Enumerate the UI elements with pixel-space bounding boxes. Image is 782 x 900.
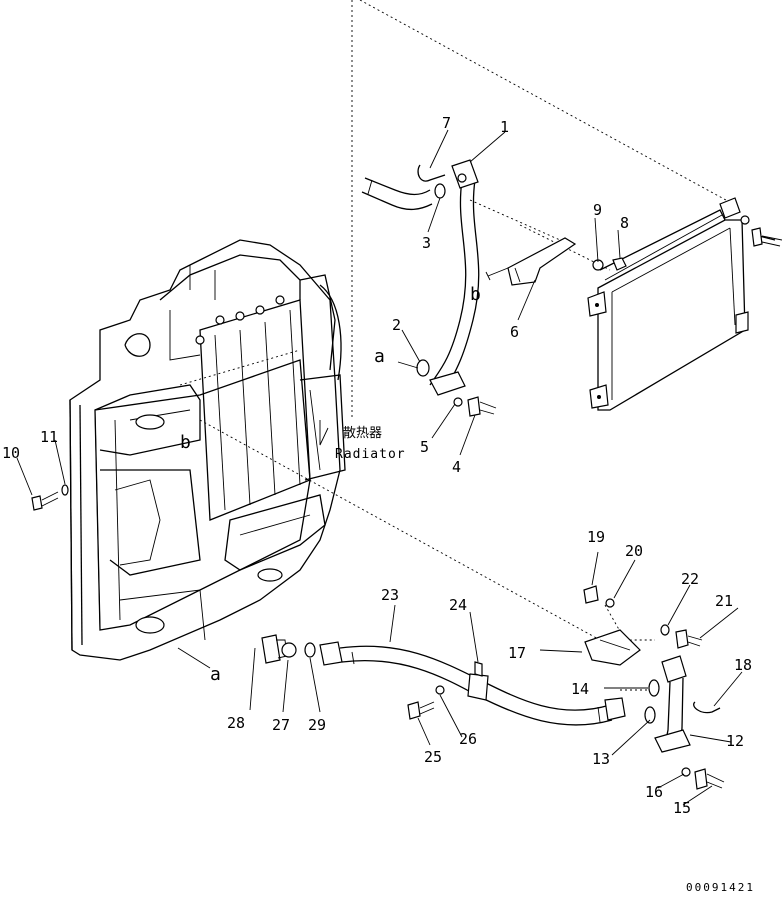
radiator-label-english: Radiator — [335, 447, 406, 462]
letter-b-upper: b — [470, 284, 481, 305]
radiator-assembly — [69, 239, 346, 661]
callout-11: 11 — [40, 428, 58, 446]
fasteners-lower — [407, 685, 445, 720]
callout-29: 29 — [308, 716, 326, 734]
fasteners-left — [31, 484, 69, 511]
callout-9: 9 — [593, 201, 602, 219]
callout-26: 26 — [459, 730, 477, 748]
callout-17: 17 — [508, 644, 526, 662]
callout-7: 7 — [442, 114, 451, 132]
adapter-fittings — [261, 634, 316, 664]
leader-lines — [16, 129, 743, 806]
radiator-label: 散热器 Radiator — [335, 426, 406, 462]
callout-20: 20 — [625, 542, 643, 560]
callout-15: 15 — [673, 799, 691, 817]
callout-12: 12 — [726, 732, 744, 750]
callout-10: 10 — [2, 444, 20, 462]
callout-5: 5 — [420, 438, 429, 456]
bracket-6 — [485, 237, 627, 286]
callout-4: 4 — [452, 458, 461, 476]
callout-13: 13 — [592, 750, 610, 768]
bracket-17 — [583, 585, 641, 666]
callout-18: 18 — [734, 656, 752, 674]
reference-letters: b a b a — [180, 284, 481, 685]
fasteners-right — [660, 624, 703, 649]
letter-a-upper: a — [374, 346, 385, 367]
callout-2: 2 — [392, 316, 401, 334]
upper-pipe — [361, 159, 480, 396]
letter-b-lower: b — [180, 432, 191, 453]
condenser-assembly — [587, 197, 782, 411]
fasteners-upper — [397, 359, 497, 417]
radiator-label-chinese: 散热器 — [343, 426, 382, 441]
callout-8: 8 — [620, 214, 629, 232]
letter-a-lower: a — [210, 664, 221, 685]
callout-22: 22 — [681, 570, 699, 588]
callout-28: 28 — [227, 714, 245, 732]
callout-6: 6 — [510, 323, 519, 341]
callout-1: 1 — [500, 118, 509, 136]
callout-labels: 1 2 3 4 5 6 7 8 9 10 11 12 13 14 15 16 1… — [2, 114, 752, 817]
callout-21: 21 — [715, 592, 733, 610]
callout-16: 16 — [645, 783, 663, 801]
callout-24: 24 — [449, 596, 467, 614]
drawing-number: 00091421 — [686, 881, 755, 894]
callout-3: 3 — [422, 234, 431, 252]
callout-25: 25 — [424, 748, 442, 766]
pipe-12 — [644, 655, 725, 790]
callout-14: 14 — [571, 680, 589, 698]
callout-27: 27 — [272, 716, 290, 734]
projection-lines — [179, 0, 736, 691]
lower-hose — [319, 641, 626, 726]
callout-23: 23 — [381, 586, 399, 604]
callout-19: 19 — [587, 528, 605, 546]
